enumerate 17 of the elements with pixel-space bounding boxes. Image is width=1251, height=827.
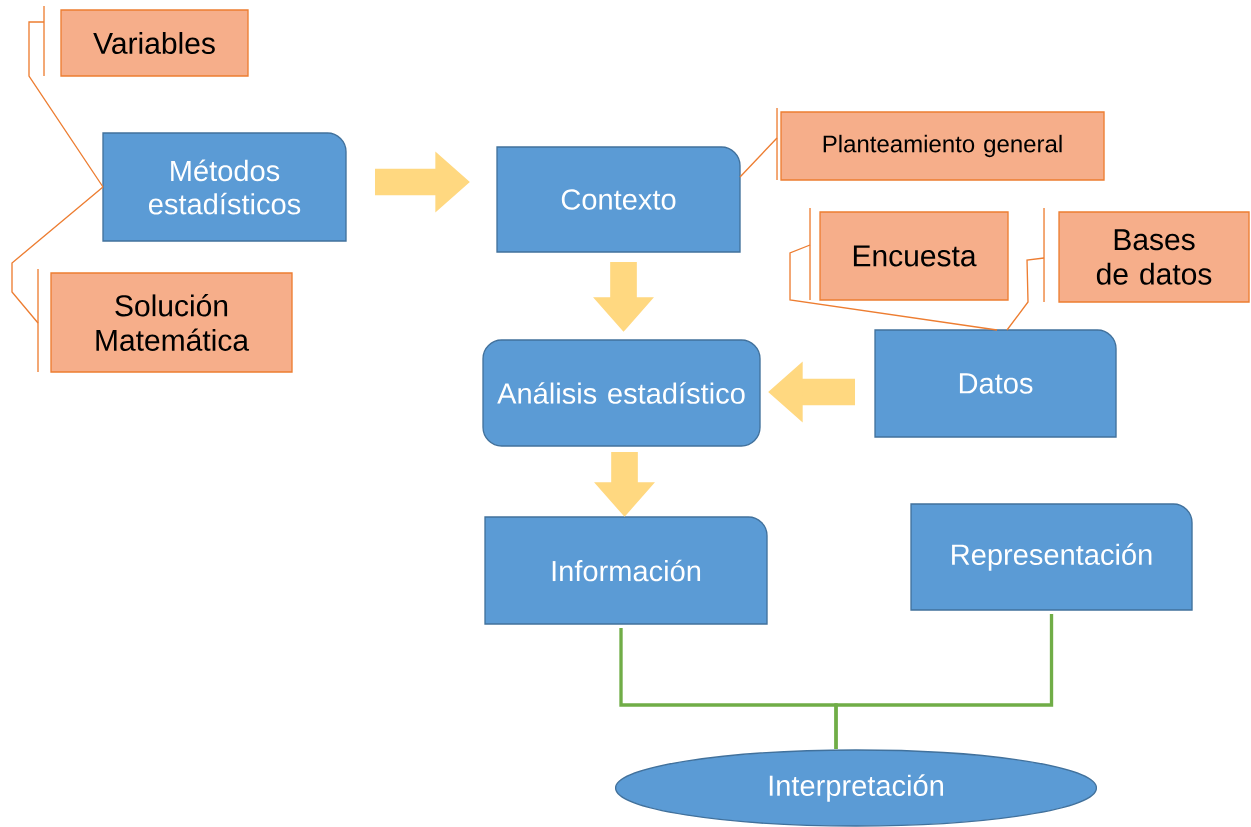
- callout-box: Variables: [43, 5, 249, 77]
- process-box: Métodos estadísticos: [102, 132, 347, 242]
- callout-box: Bases de datos: [1043, 207, 1250, 303]
- callout-box: Planteamiento general: [776, 107, 1105, 181]
- leader-line: [11, 186, 104, 324]
- connector-line: [834, 614, 1054, 749]
- leader-line: [28, 21, 104, 188]
- process-box: Información: [484, 516, 768, 625]
- callout-box: Encuesta: [809, 207, 1009, 301]
- rounded-box: Análisis estadístico: [482, 339, 761, 447]
- leader-line: [739, 137, 778, 178]
- leader-line: [789, 244, 998, 331]
- process-box: Contexto: [496, 146, 741, 253]
- leader-line: [1006, 257, 1045, 331]
- process-box: Datos: [874, 329, 1117, 438]
- process-box: Representación: [910, 503, 1193, 611]
- callout-box: Solución Matemática: [37, 268, 293, 373]
